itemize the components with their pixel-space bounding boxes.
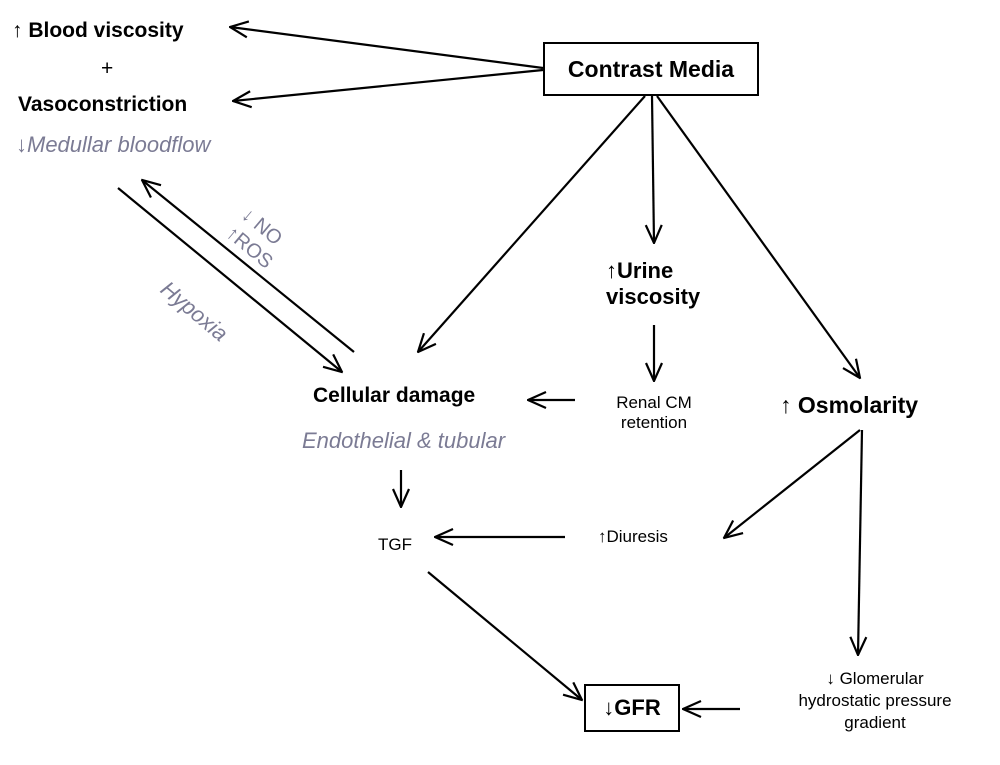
renal-cm-line1: Renal CM [616, 393, 692, 412]
glomerular-line1: ↓ Glomerular [826, 669, 924, 688]
tgf-label: TGF [378, 535, 412, 554]
urine-viscosity-line1: ↑Urine [606, 258, 674, 283]
arrow-cm-to-urine-viscosity [652, 95, 654, 243]
arrow-cellular-damage-to-bloodflow [142, 180, 355, 353]
cellular-damage-label: Cellular damage [313, 384, 476, 407]
arrow-osmolarity-to-diuresis [724, 429, 861, 538]
arrow-tgf-to-gfr [427, 571, 582, 700]
endothelial-tubular-label: Endothelial & tubular [302, 428, 506, 453]
glomerular-line2: hydrostatic pressure [798, 691, 952, 711]
arrow-osmolarity-to-glomerular [858, 429, 862, 655]
urine-viscosity-line2: viscosity [606, 284, 701, 310]
renal-cm-line2: retention [620, 413, 688, 433]
arrow-cm-to-cellular-damage [418, 95, 646, 352]
gfr-box: ↓GFR [584, 684, 680, 732]
plus-sign: + [101, 57, 114, 80]
urine-viscosity-label: ↑Urine viscosity [606, 258, 700, 311]
glomerular-gradient-label: ↓ Glomerular hydrostatic pressure gradie… [760, 668, 990, 734]
medullar-bloodflow-label: ↓Medullar bloodflow [16, 132, 211, 157]
glomerular-line3: gradient [844, 713, 906, 733]
arrow-bloodflow-to-cellular-damage [117, 187, 342, 372]
vasoconstriction-label: Vasoconstriction [18, 93, 188, 116]
osmolarity-label: ↑ Osmolarity [780, 392, 919, 418]
arrow-cm-to-vasoconstriction [233, 68, 544, 101]
diuresis-label: ↑Diuresis [598, 527, 668, 546]
arrow-cm-to-osmolarity [656, 95, 860, 378]
blood-viscosity-label: ↑ Blood viscosity [12, 19, 184, 42]
arrow-cm-to-blood-viscosity [230, 27, 544, 70]
contrast-media-box: Contrast Media [543, 42, 759, 96]
renal-cm-retention-label: Renal CM retention [606, 393, 702, 434]
